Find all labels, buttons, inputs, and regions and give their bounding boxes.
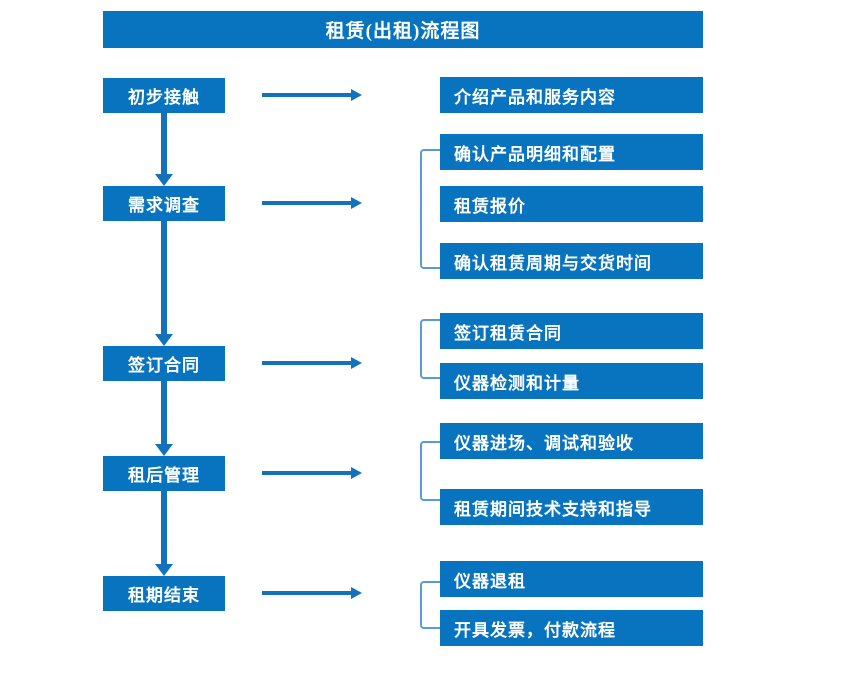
detail-box-10[interactable]: 开具发票，付款流程 xyxy=(440,610,703,646)
detail-box-4[interactable]: 确认租赁周期与交货时间 xyxy=(440,243,703,279)
horizontal-arrow-4 xyxy=(262,467,362,479)
detail-box-3[interactable]: 租赁报价 xyxy=(440,186,703,222)
group-bracket-1 xyxy=(420,149,440,269)
stage-box-3[interactable]: 签订合同 xyxy=(103,346,225,381)
vertical-arrow-1 xyxy=(155,113,173,186)
stage-box-1[interactable]: 初步接触 xyxy=(103,78,225,113)
detail-box-6[interactable]: 仪器检测和计量 xyxy=(440,363,703,399)
detail-box-9[interactable]: 仪器退租 xyxy=(440,561,703,597)
stage-box-2[interactable]: 需求调查 xyxy=(103,186,225,221)
group-bracket-4 xyxy=(420,581,440,629)
detail-box-2[interactable]: 确认产品明细和配置 xyxy=(440,134,703,170)
vertical-arrow-4 xyxy=(155,491,173,576)
detail-box-7[interactable]: 仪器进场、调试和验收 xyxy=(440,423,703,459)
horizontal-arrow-1 xyxy=(262,89,362,101)
horizontal-arrow-5 xyxy=(262,587,362,599)
vertical-arrow-2 xyxy=(155,221,173,346)
detail-box-5[interactable]: 签订租赁合同 xyxy=(440,313,703,349)
vertical-arrow-3 xyxy=(155,381,173,456)
horizontal-arrow-3 xyxy=(262,357,362,369)
stage-box-5[interactable]: 租期结束 xyxy=(103,576,225,611)
detail-box-8[interactable]: 租赁期间技术支持和指导 xyxy=(440,489,703,525)
detail-box-1[interactable]: 介绍产品和服务内容 xyxy=(440,77,703,113)
horizontal-arrow-2 xyxy=(262,197,362,209)
stage-box-4[interactable]: 租后管理 xyxy=(103,456,225,491)
page-title: 租赁(出租)流程图 xyxy=(103,11,703,48)
group-bracket-3 xyxy=(420,441,440,501)
group-bracket-2 xyxy=(420,319,440,379)
